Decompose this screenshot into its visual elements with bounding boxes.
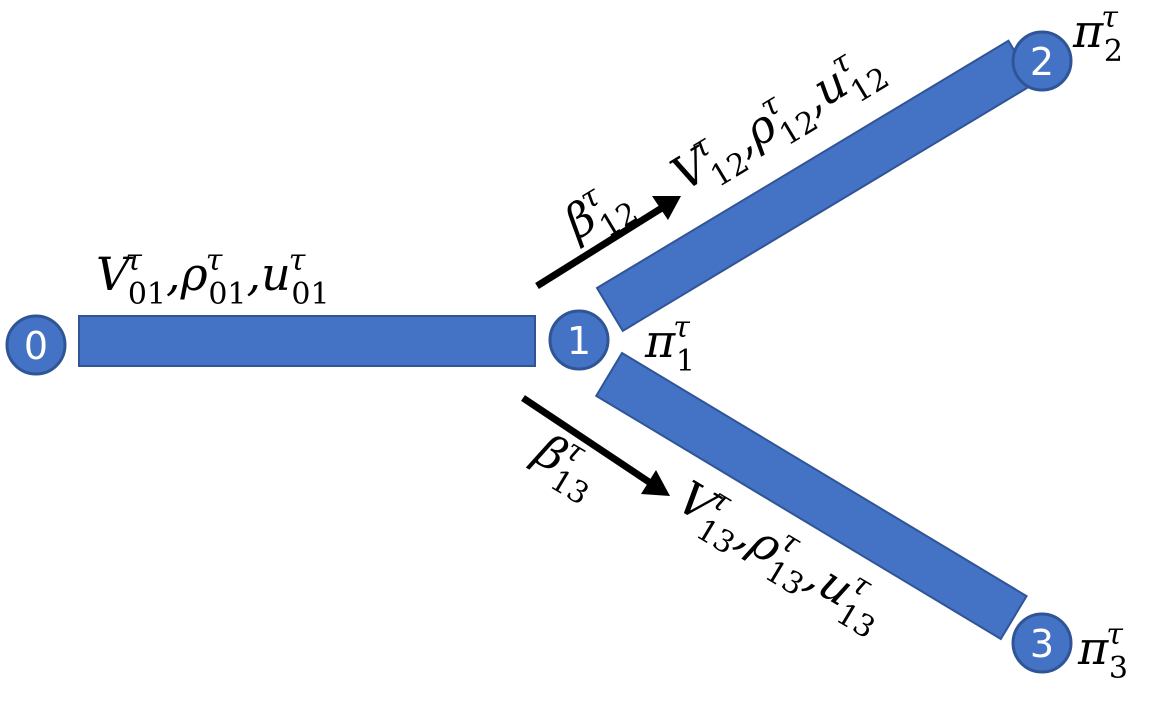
- node-1-label: 1: [567, 319, 591, 363]
- node-2-label: 2: [1030, 40, 1054, 84]
- node-2: 2: [1011, 30, 1073, 92]
- node-1: 1: [548, 309, 610, 371]
- arrow-beta13-head: [641, 470, 670, 496]
- arrow-beta12-head: [652, 196, 681, 220]
- pipe-01: [78, 315, 536, 367]
- node-3-label: 3: [1030, 622, 1054, 666]
- node-3: 3: [1011, 612, 1073, 674]
- pipe-13: [594, 351, 1028, 641]
- arrow-beta13: [521, 395, 654, 487]
- beta13-label: βτ13: [519, 419, 612, 513]
- node-0: 0: [5, 314, 67, 376]
- node-0-label: 0: [24, 324, 48, 368]
- arrow-beta12: [535, 203, 667, 289]
